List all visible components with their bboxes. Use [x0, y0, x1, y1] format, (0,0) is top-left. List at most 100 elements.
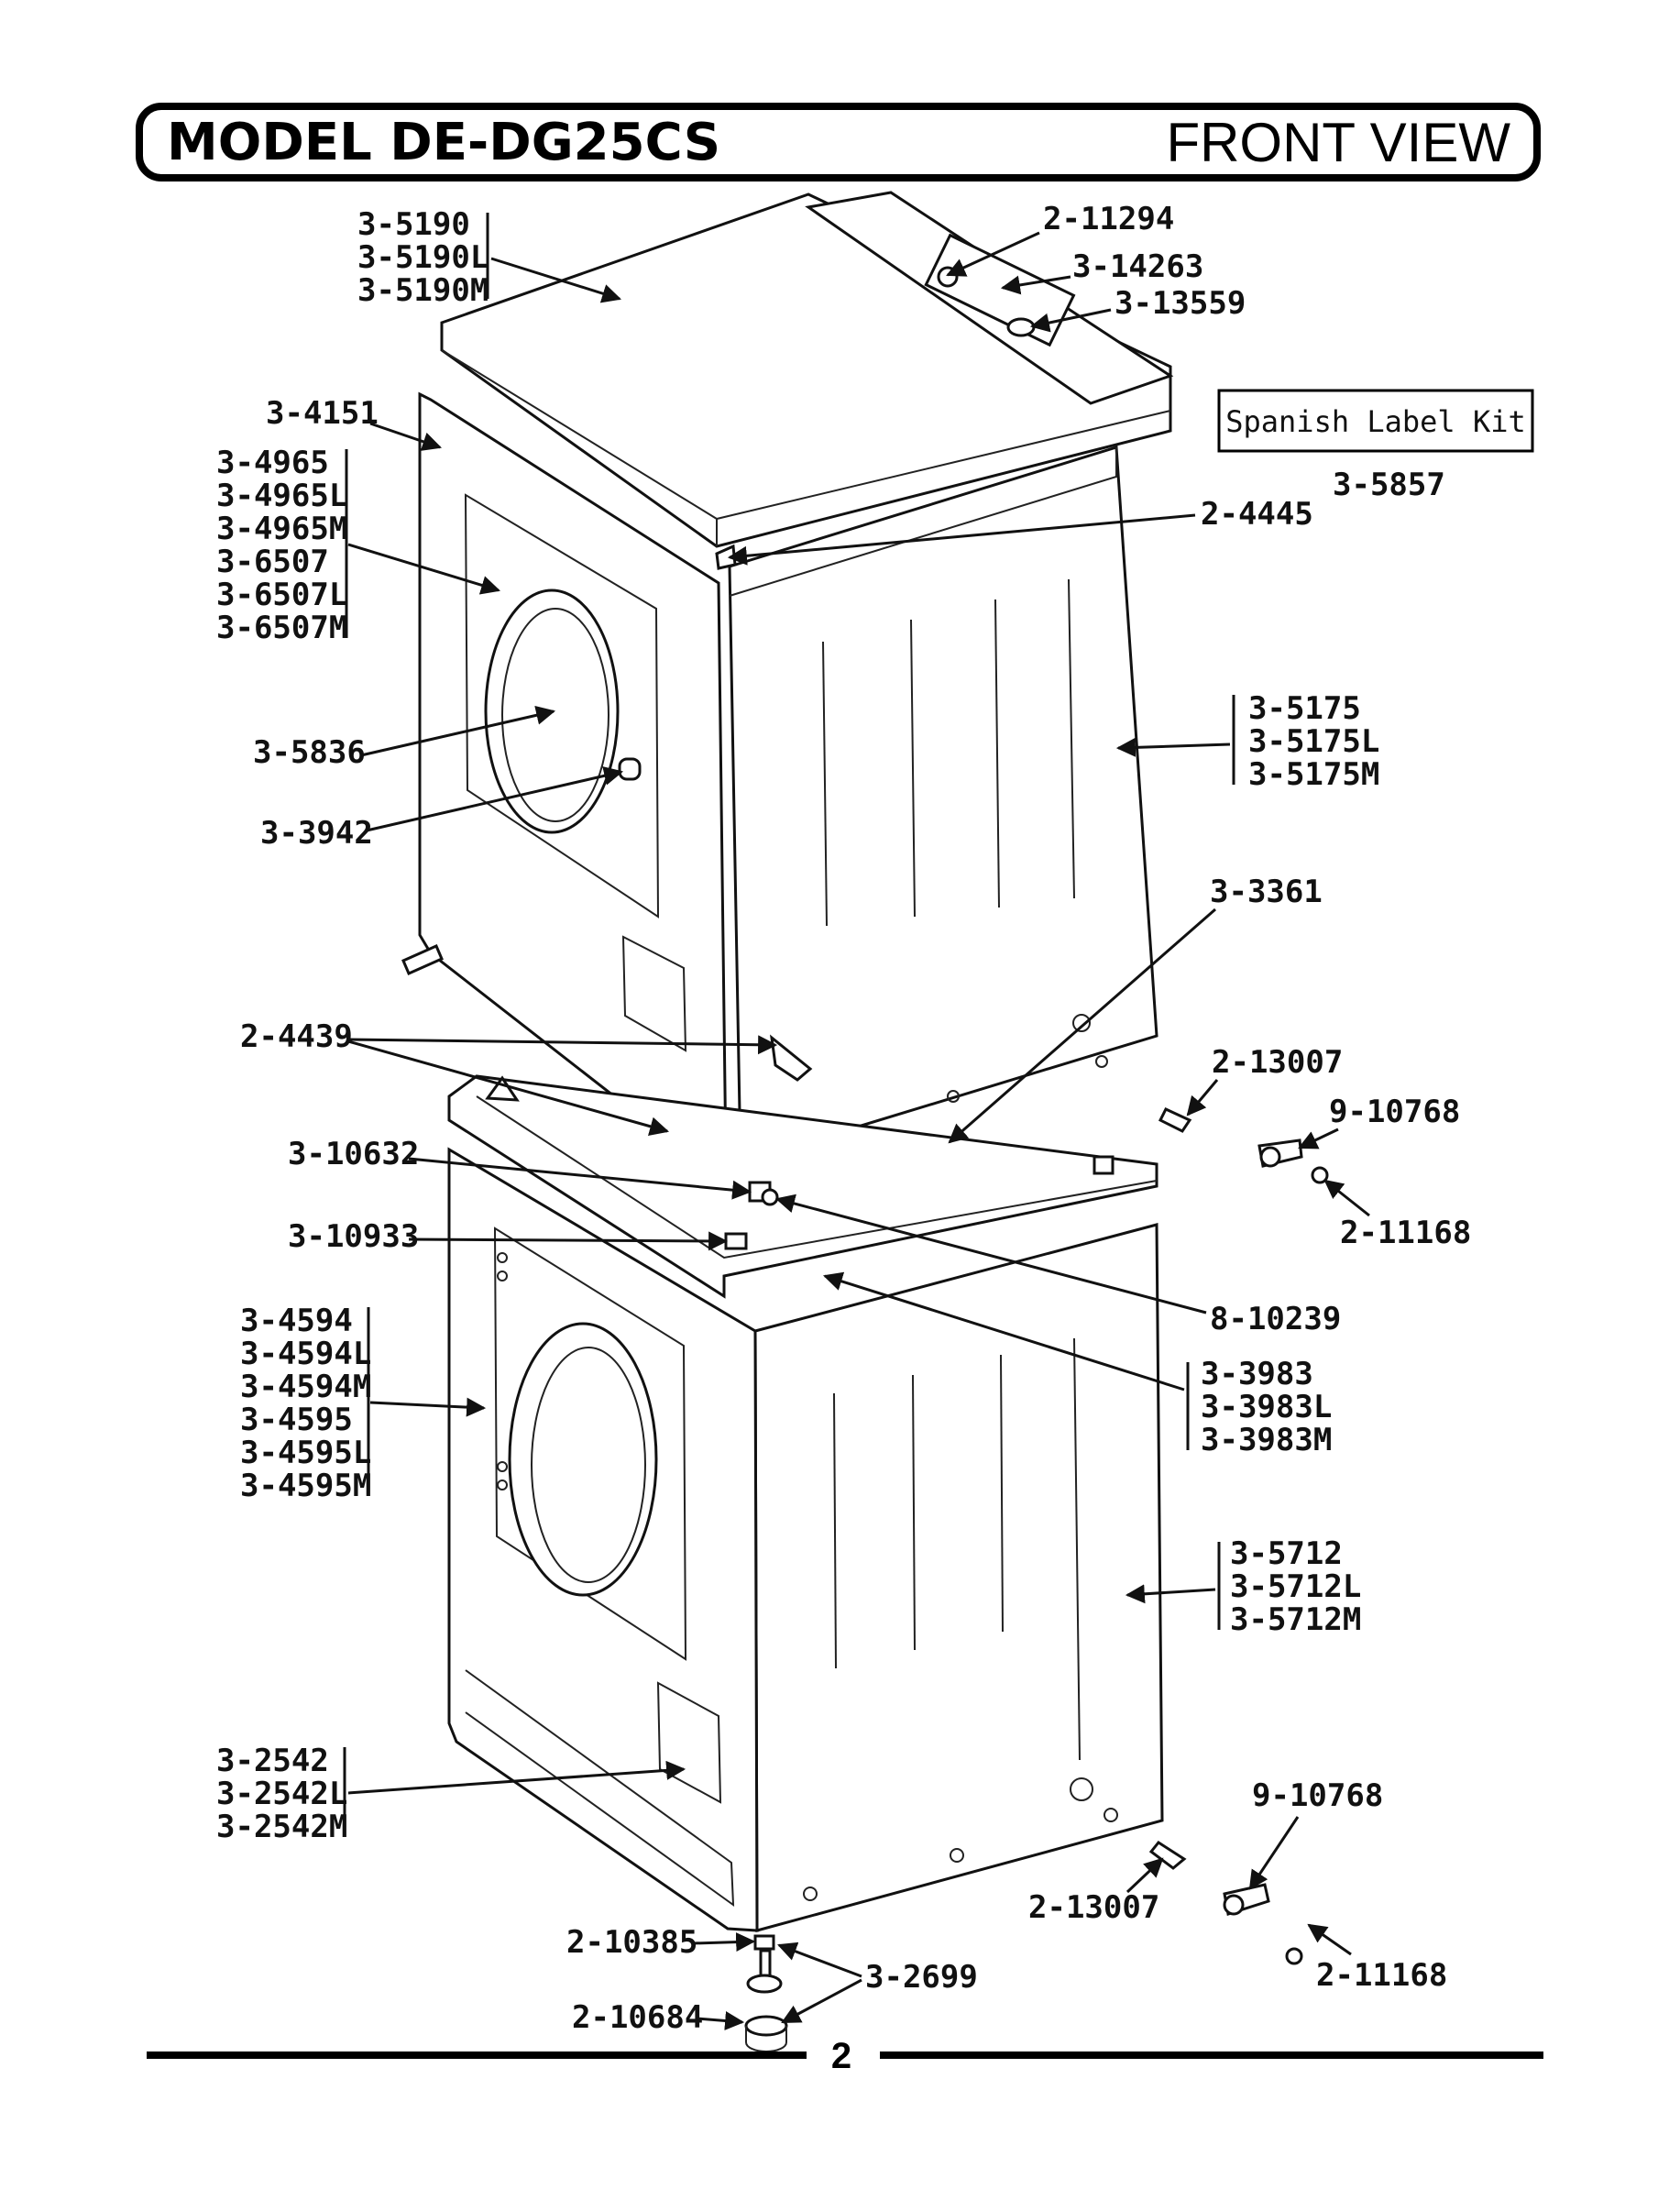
callout-2-10385: 2-10385: [566, 1924, 756, 1961]
callout-2-13007-lower: 2-13007: [1028, 1857, 1164, 1926]
callout-label: 2-13007: [1212, 1044, 1343, 1081]
screw-head: [937, 266, 959, 288]
stacking-frame: [447, 1074, 1158, 1299]
callout-label: 3-3983L: [1201, 1389, 1332, 1425]
leg-base: [746, 1974, 783, 1994]
bracket-left: [485, 1075, 520, 1102]
upper-knob: [618, 757, 642, 781]
screw-left: [401, 944, 444, 975]
callout-label: 3-3983: [1201, 1356, 1313, 1392]
callout-label: 3-2542L: [216, 1776, 347, 1812]
callout-label: 3-5190: [357, 206, 470, 243]
bracket-right: [1093, 1155, 1115, 1175]
callout-2-11294: 2-11294: [946, 201, 1174, 277]
callout-label: 3-5175: [1248, 690, 1361, 727]
callout-label: 3-5175L: [1248, 723, 1379, 760]
callout-3-3361: 3-3361: [948, 874, 1323, 1144]
callout-label: 9-10768: [1252, 1777, 1383, 1814]
callout-3-10933: 3-10933: [288, 1218, 729, 1255]
callout-label: 3-13559: [1115, 285, 1246, 322]
nut-2-10385: [753, 1934, 775, 1951]
callout-9-10768-upper: 9-10768: [1298, 1094, 1460, 1150]
callout-label: 3-5190M: [357, 272, 489, 309]
callout-label: 3-3942: [260, 815, 373, 852]
callout-label: 3-2542: [216, 1743, 329, 1779]
screw-2-13007-lower: [1148, 1841, 1187, 1870]
callout-2-11168-upper: 2-11168: [1323, 1179, 1471, 1251]
callout-9-10768-lower: 9-10768: [1248, 1777, 1383, 1890]
callout-label: 2-11294: [1043, 201, 1174, 237]
callout-label: 3-5175M: [1248, 756, 1379, 793]
model-title: MODEL DE-DG25CS: [167, 113, 720, 172]
callout-upper-front: 3-4965 3-4965L 3-4965M 3-6507 3-6507L 3-…: [216, 445, 501, 646]
callout-2-13007-upper: 2-13007: [1186, 1044, 1343, 1116]
callout-3-4151: 3-4151: [266, 395, 442, 451]
callout-label: 3-4595: [240, 1402, 353, 1438]
callout-label: 2-4439: [240, 1018, 353, 1055]
callout-label: 3-5836: [253, 734, 366, 771]
callout-upper-cabinet: 3-5175 3-5175L 3-5175M: [1115, 690, 1379, 793]
callout-frame: 3-3983 3-3983L 3-3983M: [822, 1271, 1332, 1458]
callout-label: 3-4151: [266, 395, 379, 432]
callout-label: 3-6507: [216, 544, 329, 580]
spanish-label-kit: Spanish Label Kit 3-5857: [1217, 389, 1534, 503]
callout-2-4445: 2-4445: [727, 496, 1313, 566]
callout-2-4439: 2-4439: [240, 1018, 778, 1136]
bolt-8-10239: [761, 1188, 779, 1206]
kit-label: Spanish Label Kit: [1225, 404, 1526, 439]
callout-label: 3-4594: [240, 1303, 353, 1339]
callout-label: 3-4965M: [216, 511, 347, 547]
header-bar: MODEL DE-DG25CS FRONT VIEW: [136, 103, 1541, 182]
callout-label: 3-10632: [288, 1136, 419, 1172]
callout-label: 3-4965: [216, 445, 329, 481]
callout-label: 3-4595L: [240, 1435, 371, 1471]
plug: [1006, 317, 1036, 337]
upper-cabinet-side: [728, 446, 1158, 1165]
view-title: FRONT VIEW: [1166, 112, 1510, 173]
callout-label: 2-10684: [572, 1999, 703, 2036]
page-number: 2: [831, 2036, 851, 2076]
callout-label: 3-6507M: [216, 610, 347, 646]
callout-label: 3-14263: [1072, 248, 1203, 285]
callout-label: 3-10933: [288, 1218, 419, 1255]
screw-2-11168-lower: [1285, 1947, 1303, 1965]
callout-label: 3-3983M: [1201, 1422, 1332, 1458]
callout-label: 2-13007: [1028, 1889, 1159, 1926]
callout-3-13559: 3-13559: [1029, 285, 1246, 333]
callout-label: 3-2699: [865, 1959, 978, 1996]
callout-label: 3-4594L: [240, 1336, 371, 1372]
callout-label: 2-11168: [1340, 1215, 1471, 1251]
callout-label: 3-5712M: [1230, 1601, 1361, 1638]
upper-dryer: [401, 191, 1174, 1165]
clip: [770, 1034, 813, 1082]
footer: 2: [147, 2036, 1543, 2076]
callout-label: 2-4445: [1201, 496, 1313, 533]
callout-label: 3-5190L: [357, 239, 489, 276]
callout-label: 3-6507L: [216, 577, 347, 613]
screw-2-11168-upper: [1311, 1166, 1329, 1184]
callout-2-11168-lower: 2-11168: [1307, 1923, 1447, 1994]
callout-lower-cabinet: 3-5712 3-5712L 3-5712M: [1125, 1535, 1361, 1638]
callout-label: 3-5712: [1230, 1535, 1343, 1572]
callout-lower-panel: 3-2542 3-2542L 3-2542M: [216, 1743, 686, 1845]
callout-3-3942: 3-3942: [260, 766, 624, 852]
callout-label: 3-4965L: [216, 478, 347, 514]
lower-dryer: [447, 1107, 1329, 2052]
callout-label: 2-10385: [566, 1924, 697, 1961]
callout-3-2699: 3-2699: [777, 1942, 978, 2024]
callout-label: 3-4594M: [240, 1369, 371, 1405]
callout-label: 3-4595M: [240, 1468, 371, 1504]
callout-8-10239: 8-10239: [774, 1194, 1341, 1337]
callout-label: 2-11168: [1316, 1957, 1447, 1994]
callout-label: 9-10768: [1329, 1094, 1460, 1130]
callout-3-14263: 3-14263: [1000, 248, 1203, 295]
lower-cabinet-side: [753, 1223, 1164, 1932]
kit-part: 3-5857: [1333, 467, 1445, 503]
callout-top-cover: 3-5190 3-5190L 3-5190M: [357, 206, 622, 309]
base-frame: [447, 1074, 1158, 1299]
callout-2-10684: 2-10684: [572, 1999, 745, 2036]
callout-3-5836: 3-5836: [253, 705, 556, 771]
callout-3-10632: 3-10632: [288, 1136, 752, 1200]
foot-cup: [744, 2015, 788, 2037]
